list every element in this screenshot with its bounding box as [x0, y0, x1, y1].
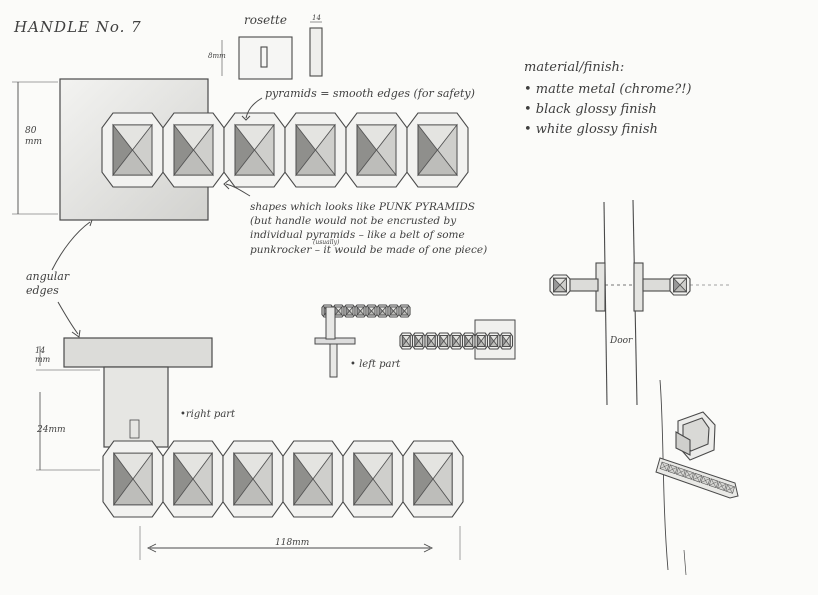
pyramid-unit: [398, 304, 411, 318]
material-heading: material/finish:: [524, 60, 625, 75]
pyramid-unit: [387, 304, 400, 318]
top-handle-pyramid-bar: [101, 112, 469, 188]
rosette-detail: [221, 21, 323, 80]
pyramid-unit: [399, 332, 414, 350]
right-part-sketch: [399, 319, 516, 360]
pyramid-unit: [365, 304, 378, 318]
pyramid-unit: [461, 332, 476, 350]
shapes-note-line: individual pyramids – like a belt of som…: [250, 229, 465, 241]
shapes-note-line: shapes which looks like PUNK PYRAMIDS: [250, 201, 475, 213]
pyramid-unit: [424, 332, 439, 350]
rosette-label: rosette: [244, 13, 287, 27]
pyramid-unit: [376, 304, 389, 318]
material-item: • matte metal (chrome?!): [524, 82, 692, 97]
pyramid-unit: [102, 440, 164, 518]
pyramid-unit: [402, 440, 464, 518]
shapes-note-line: punkrocker – it would be made of one pie…: [250, 244, 488, 256]
right-part-label: •right part: [180, 409, 236, 420]
pyramid-unit: [449, 332, 464, 350]
usually-note: (usually): [313, 239, 340, 246]
pyramid-unit: [162, 440, 224, 518]
pyramid-unit: [474, 332, 489, 350]
door-section: [549, 199, 730, 406]
pyramid-unit: [284, 112, 347, 188]
handle-length-dim: 118mm: [275, 538, 310, 548]
pyramid-unit: [223, 112, 286, 188]
pyramid-unit: [411, 332, 426, 350]
side-view-drawing: [36, 337, 464, 560]
rosette-depth-dim: 14 mm: [35, 346, 51, 364]
pyramid-unit: [436, 332, 451, 350]
pyramid-unit: [486, 332, 501, 350]
pyramids-note: pyramids = smooth edges (for safety): [265, 87, 475, 100]
side-handle-pyramid-bar: [102, 440, 464, 518]
perspective-sketch: [655, 379, 739, 576]
annotation-arrows: [51, 97, 263, 338]
neck-length-dim: 24mm: [37, 425, 66, 435]
pyramid-unit: [354, 304, 367, 318]
rosette-height-dim: 80 mm: [25, 126, 43, 147]
left-part-sketch: [314, 304, 411, 378]
pyramid-unit: [222, 440, 284, 518]
pyramid-unit: [101, 112, 164, 188]
top-view-drawing: [12, 78, 469, 221]
pyramid-unit: [499, 332, 514, 350]
pyramid-unit: [282, 440, 344, 518]
pyramid-unit: [342, 440, 404, 518]
angular-edges-label: angular: [26, 270, 70, 283]
shapes-note-line: (but handle would not be encrusted by: [250, 215, 457, 227]
angular-edges-label: edges: [26, 284, 59, 297]
pyramid-unit: [162, 112, 225, 188]
sketch-title: HANDLE No. 7: [14, 18, 142, 36]
door-label: Door: [610, 336, 633, 346]
pyramid-unit: [345, 112, 408, 188]
door-pyramid-ends: [549, 274, 691, 296]
right-part-mini-bar: [399, 332, 514, 350]
pyramid-unit: [343, 304, 356, 318]
rosette-width-dim: 8mm: [208, 52, 226, 60]
pyramid-unit: [669, 274, 691, 296]
perspective-handle-bar: [655, 457, 739, 499]
pyramid-unit: [549, 274, 571, 296]
material-item: • black glossy finish: [524, 102, 657, 117]
material-item: • white glossy finish: [524, 122, 658, 137]
left-part-label: • left part: [350, 359, 401, 370]
pyramid-unit: [406, 112, 469, 188]
rosette-thickness-dim: 14: [312, 14, 321, 22]
